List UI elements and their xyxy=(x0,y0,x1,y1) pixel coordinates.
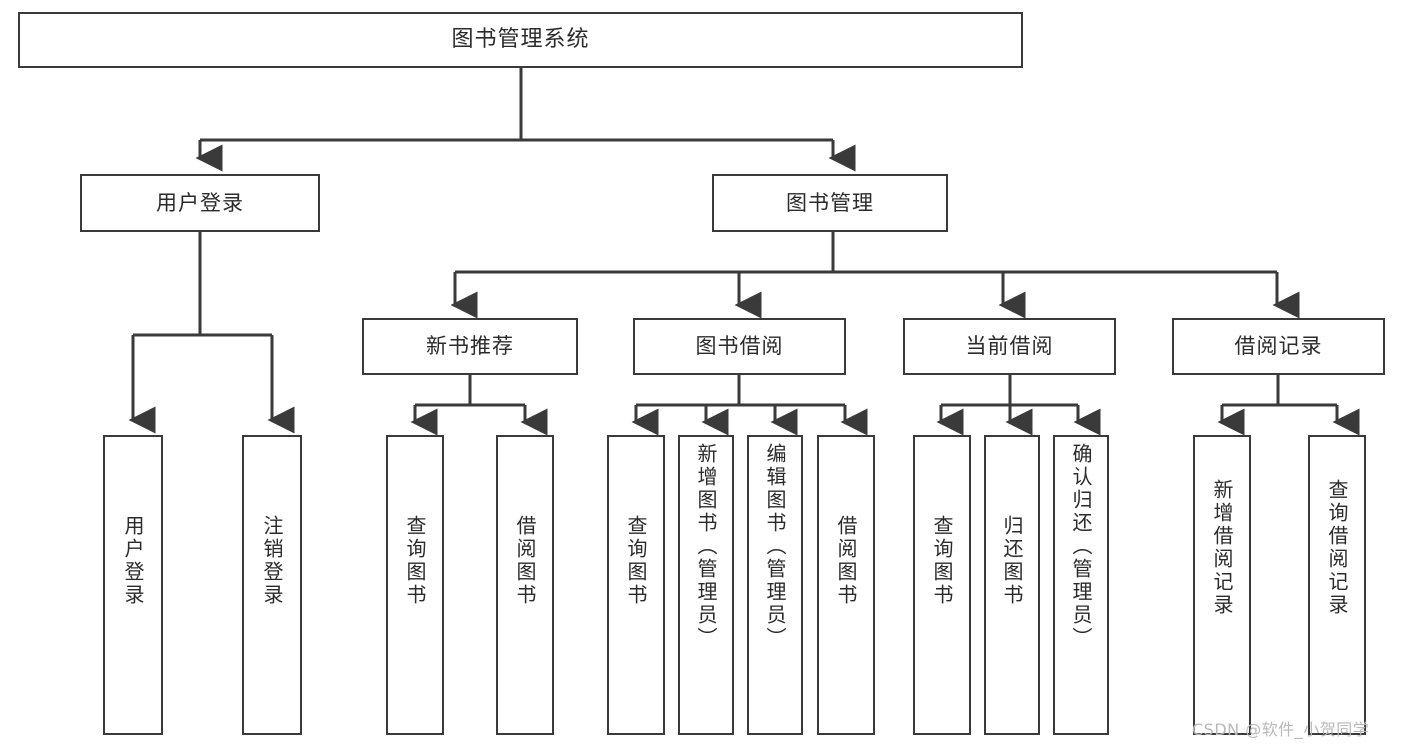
leaf-label: 查询图书 xyxy=(403,515,427,607)
node-label: 当前借阅 xyxy=(965,334,1054,359)
leaf-label: 借阅图书 xyxy=(834,515,858,607)
leaf-query-book-borrow[interactable]: 查询图书 xyxy=(607,435,665,735)
leaf-label: 归还图书 xyxy=(1000,515,1024,607)
node-book-borrowing[interactable]: 图书借阅 xyxy=(633,318,846,375)
node-label: 图书借阅 xyxy=(695,334,784,359)
node-borrow-records[interactable]: 借阅记录 xyxy=(1172,318,1385,375)
leaf-label: 查询借阅记录 xyxy=(1325,479,1349,617)
leaf-user-login[interactable]: 用户登录 xyxy=(103,435,163,735)
leaf-edit-book-admin[interactable]: 编辑图书（管理员） xyxy=(747,435,803,735)
leaf-label: 新增图书（管理员） xyxy=(694,443,718,650)
node-label: 图书管理系统 xyxy=(451,27,590,53)
leaf-label: 确认归还（管理员） xyxy=(1069,443,1093,650)
leaf-label: 新增借阅记录 xyxy=(1210,479,1234,617)
leaf-label: 查询图书 xyxy=(624,515,648,607)
leaf-label: 编辑图书（管理员） xyxy=(763,443,787,650)
leaf-return-book[interactable]: 归还图书 xyxy=(984,435,1040,735)
leaf-label: 查询图书 xyxy=(930,515,954,607)
node-label: 图书管理 xyxy=(786,190,874,215)
node-book-management-system[interactable]: 图书管理系统 xyxy=(18,12,1023,68)
leaf-borrow-book-borrow[interactable]: 借阅图书 xyxy=(817,435,875,735)
leaf-query-borrow-record[interactable]: 查询借阅记录 xyxy=(1308,435,1366,735)
node-label: 用户登录 xyxy=(156,190,244,215)
leaf-label: 注销登录 xyxy=(260,515,284,607)
leaf-add-book-admin[interactable]: 新增图书（管理员） xyxy=(678,435,734,735)
leaf-logout-login[interactable]: 注销登录 xyxy=(242,435,302,735)
leaf-label: 借阅图书 xyxy=(513,515,537,607)
node-book-management[interactable]: 图书管理 xyxy=(712,174,948,232)
node-current-borrowing[interactable]: 当前借阅 xyxy=(903,318,1116,375)
node-label: 借阅记录 xyxy=(1234,334,1323,359)
leaf-query-book-current[interactable]: 查询图书 xyxy=(913,435,971,735)
leaf-borrow-book-new-rec[interactable]: 借阅图书 xyxy=(496,435,554,735)
node-label: 新书推荐 xyxy=(426,334,514,359)
leaf-confirm-return-admin[interactable]: 确认归还（管理员） xyxy=(1053,435,1109,735)
csdn-watermark: CSDN @软件_小贺同学 xyxy=(1192,720,1370,739)
leaf-query-book-new-rec[interactable]: 查询图书 xyxy=(386,435,444,735)
leaf-add-borrow-record[interactable]: 新增借阅记录 xyxy=(1193,435,1251,735)
leaf-label: 用户登录 xyxy=(121,515,145,607)
node-user-login[interactable]: 用户登录 xyxy=(80,174,320,232)
node-new-book-recommendation[interactable]: 新书推荐 xyxy=(362,318,578,375)
